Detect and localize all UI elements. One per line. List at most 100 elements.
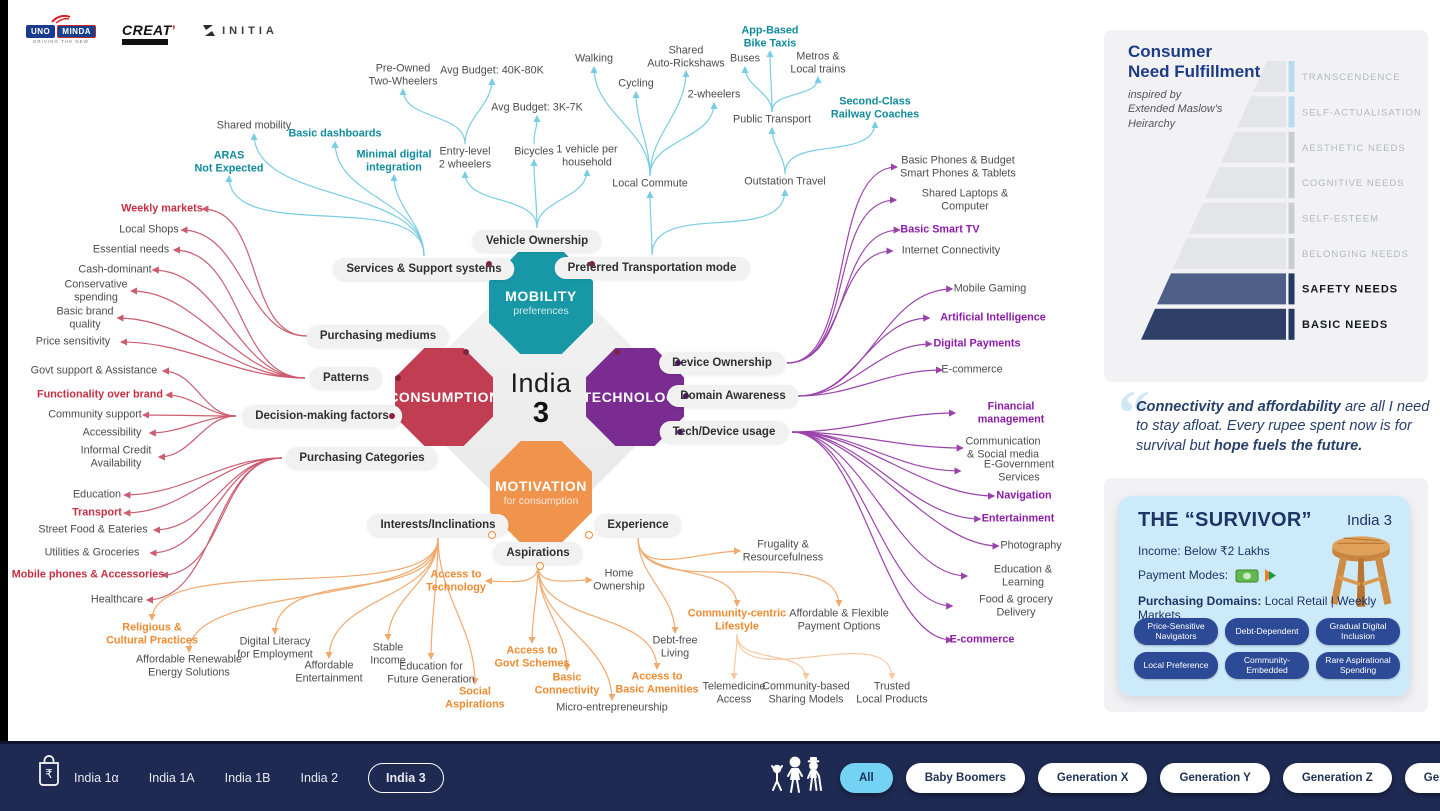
leaf-mobility-3: Entry-level 2 wheelers [438, 145, 492, 170]
leaf-mobility-2: Avg Budget: 3K-7K [491, 101, 583, 114]
node-pill-motivation-0[interactable]: Interests/Inclinations [367, 514, 509, 536]
leaf-motivation-6: Social Aspirations [445, 685, 505, 710]
leaf-technology-1: Shared Laptops & Computer [921, 187, 1009, 212]
node-pill-mobility-0[interactable]: Vehicle Ownership [472, 230, 602, 252]
branch-subtitle: preferences [513, 304, 569, 317]
quote-bold-1: Connectivity and affordability [1136, 399, 1341, 415]
leaf-motivation-14: Community-centric Lifestyle [687, 607, 787, 632]
center-number: 3 [532, 397, 550, 429]
minda-logo-text: MINDA [57, 25, 96, 38]
leaf-motivation-1: Affordable Renewable Energy Solutions [135, 653, 243, 678]
creat-logo: CREAT’ [122, 22, 176, 45]
leaf-consumption-9: Community support [48, 408, 142, 421]
node-pill-consumption-2[interactable]: Decision-making factors [242, 405, 402, 427]
leaf-technology-15: Food & grocery Delivery [979, 593, 1053, 618]
leaf-technology-3: Internet Connectivity [901, 244, 1001, 257]
connector-dot [389, 413, 395, 419]
leaf-technology-14: Education & Learning [993, 563, 1053, 588]
leaf-motivation-17: Telemedicine Access [702, 680, 766, 705]
tab-india-1α[interactable]: India 1α [74, 770, 119, 785]
pyramid-level [1157, 273, 1286, 305]
tab-india-1b[interactable]: India 1B [224, 770, 271, 785]
survivor-card: THE “SURVIVOR” India 3 Income: Below ₹2 … [1118, 496, 1410, 696]
leaf-consumption-7: Govt support & Assistance [30, 364, 158, 377]
node-pill-motivation-1[interactable]: Aspirations [493, 542, 583, 564]
connector-curves [116, 50, 1000, 702]
filter-all[interactable]: All [840, 762, 893, 793]
survivor-domains: Purchasing Domains: Local Retail | Weekl… [1138, 594, 1410, 622]
leaf-technology-2: Basic Smart TV [900, 223, 980, 236]
leaf-mobility-14: Shared Auto-Rickshaws [647, 44, 725, 69]
filter-generation-x[interactable]: Generation X [1037, 762, 1148, 793]
leaf-consumption-10: Accessibility [82, 426, 142, 439]
center-segment-label: India 3 [510, 368, 571, 430]
pyramid-level [1141, 308, 1286, 340]
tab-india-3[interactable]: India 3 [368, 762, 444, 793]
leaf-mobility-1: Avg Budget: 40K-80K [440, 64, 544, 77]
leaf-motivation-13: Debt-free Living [652, 634, 698, 659]
left-edge-bar [0, 0, 8, 811]
leaf-technology-8: Financial management [977, 400, 1045, 425]
leaf-motivation-5: Education for Future Generation [387, 660, 475, 685]
connector-dot [585, 531, 593, 539]
leaf-technology-7: E-commerce [941, 363, 1003, 376]
node-pill-consumption-3[interactable]: Purchasing Categories [286, 447, 438, 469]
trait-pill-2: Gradual Digital Inclusion [1316, 618, 1400, 645]
tab-india-1a[interactable]: India 1A [148, 770, 195, 785]
node-pill-mobility-2[interactable]: Preferred Transportation mode [554, 257, 750, 279]
center-title: India [510, 368, 572, 398]
generation-filters: All Baby Boomers Generation X Generation Y G… [840, 744, 1440, 811]
connector-dot [463, 349, 469, 355]
leaf-technology-11: Navigation [996, 489, 1052, 502]
branch-title: MOBILITY [505, 287, 577, 304]
upi-flag-icon [1265, 569, 1277, 583]
pyramid-level [1189, 202, 1286, 234]
connector-dot [683, 393, 689, 399]
connector-dot [536, 562, 544, 570]
node-pill-technology-1[interactable]: Domain Awareness [667, 385, 799, 407]
leaf-mobility-6: Shared mobility [216, 119, 292, 132]
leaf-consumption-4: Conservative spending [64, 278, 128, 303]
branch-octagon-consumption[interactable]: CONSUMPTION [395, 348, 493, 446]
leaf-motivation-9: Access to Govt Schemes [494, 644, 570, 669]
leaf-mobility-20: Metros & Local trains [790, 50, 846, 75]
pyramid-level-label: AESTHETIC NEEDS [1302, 143, 1406, 154]
payment-label: Payment Modes: [1138, 568, 1229, 582]
survivor-segment: India 3 [1346, 512, 1392, 529]
leaf-consumption-1: Local Shops [119, 223, 179, 236]
filter-baby-boomers[interactable]: Baby Boomers [905, 762, 1025, 793]
svg-text:₹: ₹ [45, 767, 53, 781]
node-pill-technology-2[interactable]: Tech/Device usage [659, 421, 789, 443]
pyramid-level [1237, 96, 1286, 128]
need-card-subtitle: inspired by Extended Maslow's Heirarchy [1128, 89, 1223, 130]
leaf-motivation-12: Access to Basic Amenities [615, 670, 699, 695]
node-pill-motivation-2[interactable]: Experience [594, 514, 682, 536]
cash-icon [1235, 569, 1259, 583]
trait-pill-4: Community- Embedded [1225, 652, 1309, 679]
leaf-motivation-10: Basic Connectivity [534, 671, 600, 696]
tab-india-2[interactable]: India 2 [300, 770, 339, 785]
filter-generation-y[interactable]: Generation Y [1160, 762, 1270, 793]
family-generations-icon [771, 756, 822, 793]
node-pill-mobility-1[interactable]: Services & Support systems [333, 258, 515, 280]
leaf-mobility-0: Pre-Owned Two-Wheelers [368, 62, 438, 87]
filter-generation-α[interactable]: Generation α [1404, 762, 1440, 793]
leaf-mobility-5: 1 vehicle per household [556, 143, 618, 168]
leaf-consumption-13: Transport [72, 506, 122, 519]
leaf-consumption-16: Mobile phones & Accessories [11, 568, 165, 581]
node-pill-consumption-1[interactable]: Patterns [309, 367, 383, 389]
segment-tabs: India 1α India 1A India 1B India 2 India 3 [74, 744, 444, 811]
leaf-motivation-8: Home Ownership [593, 567, 645, 592]
uno-minda-tagline: DRIVING THE NEW [33, 39, 89, 44]
filter-generation-z[interactable]: Generation Z [1282, 762, 1392, 793]
leaf-motivation-11: Micro-entrepreneurship [556, 701, 668, 714]
leaf-mobility-7: Basic dashboards [288, 127, 382, 140]
pyramid-level-label: COGNITIVE NEEDS [1302, 178, 1405, 189]
leaf-consumption-2: Essential needs [92, 243, 170, 256]
leaf-mobility-10: Local Commute [612, 177, 688, 190]
branch-subtitle: for consumption [503, 494, 579, 507]
node-pill-consumption-0[interactable]: Purchasing mediums [306, 325, 450, 347]
trait-pill-1: Debt-Dependent [1225, 618, 1309, 645]
node-pill-technology-0[interactable]: Device Ownership [659, 352, 785, 374]
